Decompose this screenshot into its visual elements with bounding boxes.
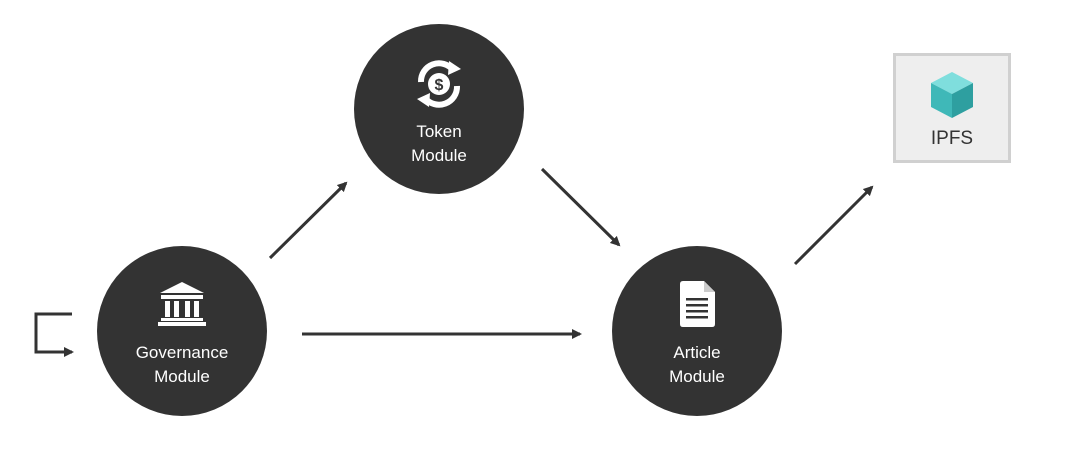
token-exchange-icon: $ bbox=[411, 56, 467, 117]
arrow-external-loop-to-governance bbox=[34, 312, 74, 357]
cube-icon bbox=[928, 70, 976, 125]
governance-module-label-line2: Module bbox=[154, 367, 210, 386]
arrow-governance-to-token bbox=[268, 181, 348, 260]
governance-module-label: Governance Module bbox=[97, 341, 267, 389]
token-module-label-line1: Token bbox=[416, 122, 462, 141]
token-module-label-line2: Module bbox=[411, 146, 467, 165]
document-icon bbox=[677, 280, 717, 333]
article-module-label-line2: Module bbox=[669, 367, 725, 386]
article-module-node[interactable]: Article Module bbox=[612, 246, 782, 416]
ipfs-node[interactable]: IPFS bbox=[893, 53, 1011, 163]
ipfs-label: IPFS bbox=[930, 128, 974, 149]
arrow-article-to-ipfs bbox=[793, 185, 874, 266]
svg-text:$: $ bbox=[435, 77, 444, 94]
bank-building-icon bbox=[157, 280, 207, 331]
article-module-label: Article Module bbox=[612, 341, 782, 389]
governance-module-label-line1: Governance bbox=[135, 343, 229, 362]
token-module-node[interactable]: $ Token Module bbox=[354, 24, 524, 194]
arrow-token-to-article bbox=[540, 167, 621, 247]
token-module-label: Token Module bbox=[354, 120, 524, 168]
governance-module-node[interactable]: Governance Module bbox=[97, 246, 267, 416]
article-module-label-line1: Article bbox=[673, 343, 721, 362]
